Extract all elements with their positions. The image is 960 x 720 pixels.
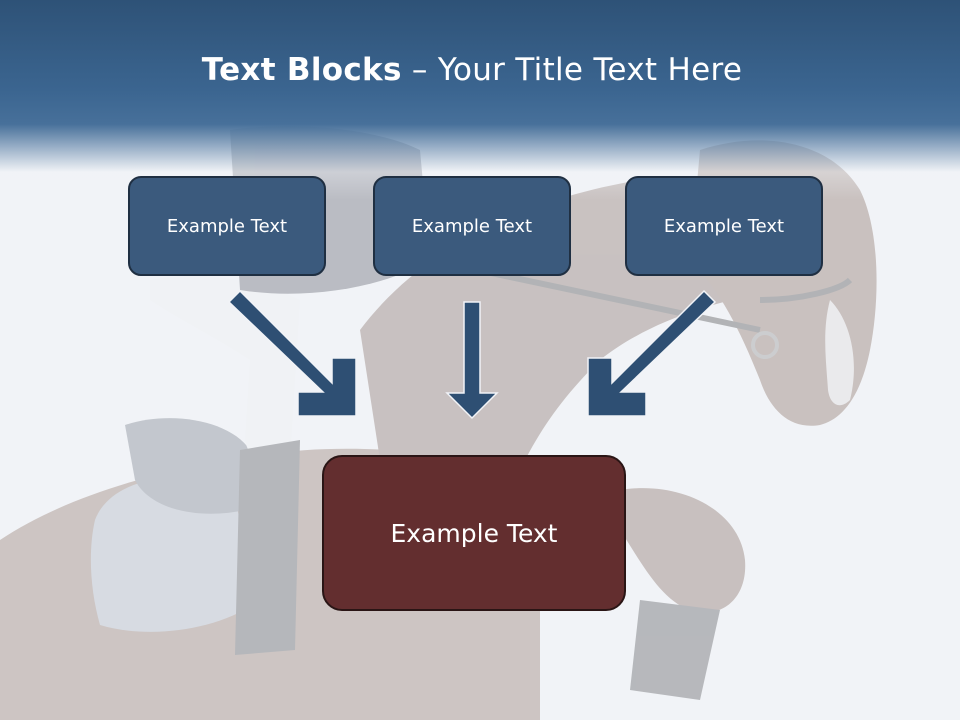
text-block-top-center[interactable]: Example Text xyxy=(373,176,571,276)
title-rest: – Your Title Text Here xyxy=(401,52,743,88)
arrow-center xyxy=(445,301,499,420)
text-block-bottom-label: Example Text xyxy=(390,518,558,548)
arrow-left xyxy=(227,289,357,417)
header-band xyxy=(0,0,960,200)
title-bold: Text Blocks xyxy=(201,52,402,88)
text-block-top-right[interactable]: Example Text xyxy=(625,176,823,276)
text-block-top-left-label: Example Text xyxy=(166,215,288,237)
text-block-top-left[interactable]: Example Text xyxy=(128,176,326,276)
slide-title: Text Blocks – Your Title Text Here xyxy=(0,52,944,88)
arrow-right xyxy=(587,289,717,417)
text-block-top-right-label: Example Text xyxy=(663,215,785,237)
text-block-bottom[interactable]: Example Text xyxy=(322,455,626,611)
text-block-top-center-label: Example Text xyxy=(411,215,533,237)
